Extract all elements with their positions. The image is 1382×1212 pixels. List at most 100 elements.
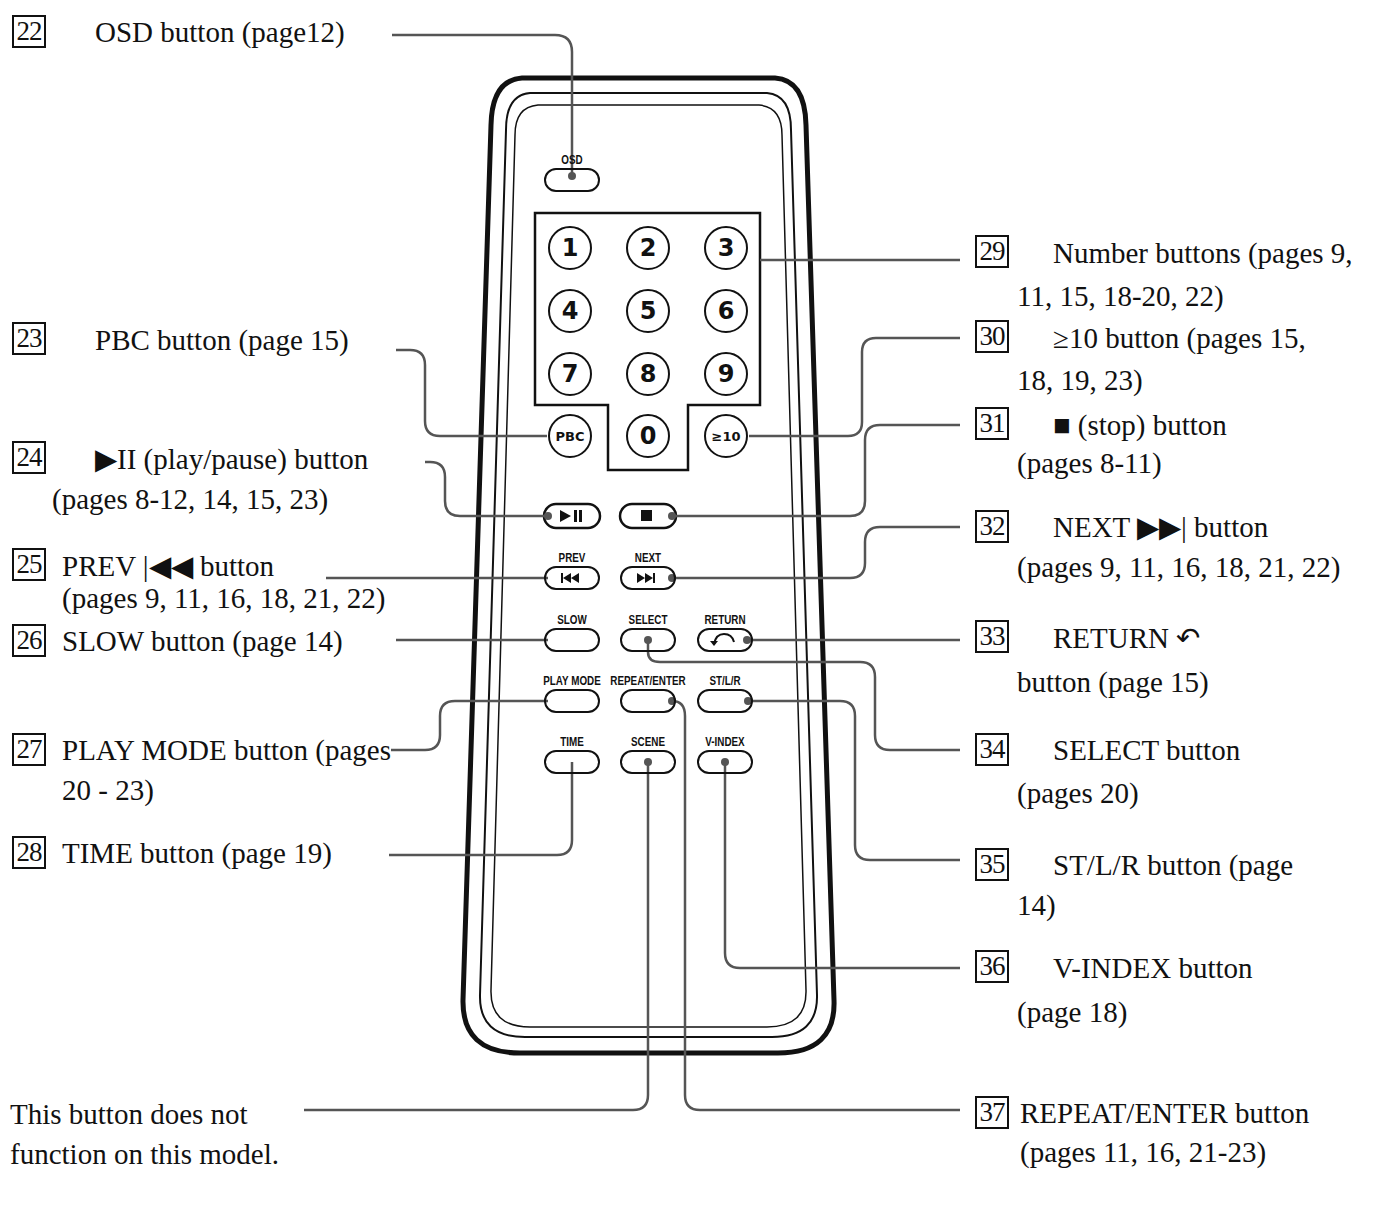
number-button: ≥10 (704, 414, 748, 458)
callout-text: RETURN ↶ button (page 15) (1017, 622, 1209, 698)
number-button: 9 (704, 352, 748, 396)
wrap-spacer (322, 550, 432, 554)
prev-symbol (561, 573, 563, 583)
leader-line (304, 762, 648, 1110)
callout-text: PREV |◀◀ button (pages 9, 11, 16, 18, 21… (62, 550, 386, 614)
callout-number: 25 (12, 548, 46, 581)
button-digit: 9 (718, 362, 735, 386)
button-digit: 5 (640, 299, 657, 323)
leader-line (672, 425, 960, 516)
leader-dot (644, 636, 652, 644)
number-button: 8 (626, 352, 670, 396)
number-button: 0 (626, 414, 670, 458)
leader-line (672, 701, 960, 1110)
button-digit: 2 (640, 236, 657, 260)
callout-number: 32 (975, 510, 1009, 543)
remote-button: SELECT (620, 628, 676, 652)
callout-block: TIME button (page 19) (62, 833, 482, 873)
callout-number: 35 (975, 848, 1009, 881)
play-pause-button (544, 504, 600, 528)
leader-dot (721, 758, 729, 766)
callout-number: 29 (975, 235, 1009, 268)
callout-text: SLOW button (page 14) (62, 625, 343, 657)
button-digit: 6 (718, 299, 735, 323)
button-digit: 1 (562, 236, 579, 260)
callout-text: TIME button (page 19) (62, 837, 332, 869)
leader-line (725, 762, 960, 968)
remote-button: V-INDEX (697, 750, 753, 774)
callout-text: ≥10 button (pages 15, 18, 19, 23) (1017, 322, 1306, 396)
callout-number: 37 (975, 1096, 1009, 1129)
leader-lines (304, 35, 960, 1110)
button-digit: 8 (640, 362, 657, 386)
leader-line (748, 701, 960, 860)
button-digit: 3 (718, 236, 735, 260)
button-label: ST/L/R (709, 675, 740, 688)
leader-line (392, 35, 572, 176)
number-button: 3 (704, 226, 748, 270)
remote-button: SCENE (620, 750, 676, 774)
return-symbol (710, 641, 718, 646)
remote-button: NEXT (620, 566, 676, 590)
number-button: 7 (548, 352, 592, 396)
number-button: 4 (548, 289, 592, 333)
button-label: PLAY MODE (543, 675, 600, 688)
leader-line (672, 527, 960, 578)
callout-block: PLAY MODE button (pages 20 - 23) (62, 730, 392, 810)
pause-bar (574, 510, 577, 522)
pause-bar (579, 510, 582, 522)
callout-number: 34 (975, 733, 1009, 766)
leader-line (396, 350, 547, 436)
callout-block: ST/L/R button (page 14) (1017, 845, 1377, 925)
button-label: V-INDEX (705, 736, 744, 749)
callout-block: ≥10 button (pages 15, 18, 19, 23) (1017, 317, 1377, 401)
callout-text: This button does not function on this mo… (10, 1098, 279, 1170)
callout-block: V-INDEX button (page 18) (1017, 946, 1377, 1034)
number-button: 6 (704, 289, 748, 333)
callout-number: 30 (975, 320, 1009, 353)
button-label: PREV (559, 552, 586, 565)
remote-button: TIME (544, 750, 600, 774)
wrap-spacer (1227, 616, 1377, 620)
leader-line (396, 639, 548, 642)
callout-block: ▶II (play/pause) button (pages 8-12, 14,… (52, 439, 432, 519)
callout-text: OSD button (page12) (95, 16, 345, 48)
remote-button: OSD (544, 168, 600, 192)
number-button: PBC (548, 414, 592, 458)
leader-dot (644, 758, 652, 766)
callout-block: PREV |◀◀ button (pages 9, 11, 16, 18, 21… (62, 550, 432, 614)
button-digit: PBC (556, 430, 585, 443)
callout-number: 26 (12, 624, 46, 657)
callout-number: 33 (975, 620, 1009, 653)
callout-text: PLAY MODE button (pages 20 - 23) (62, 734, 391, 806)
remote-button: RETURN (697, 628, 753, 652)
number-button: 2 (626, 226, 670, 270)
return-symbol (714, 634, 734, 644)
callout-text: ST/L/R button (page 14) (1017, 849, 1293, 921)
callout-number: 27 (12, 733, 46, 766)
button-digit: 7 (562, 362, 579, 386)
callout-text: V-INDEX button (page 18) (1017, 952, 1253, 1028)
button-label: SLOW (557, 614, 587, 627)
button-digit: ≥10 (712, 430, 741, 443)
button-label: RETURN (705, 614, 746, 627)
callout-block: OSD button (page12) (95, 11, 515, 53)
leader-dot (668, 512, 676, 520)
prev-symbol (563, 573, 579, 583)
button-label: OSD (561, 154, 582, 167)
callout-text: ■ (stop) button (pages 8-11) (1017, 409, 1227, 479)
number-button: 1 (548, 226, 592, 270)
leader-dot (544, 512, 552, 520)
wrap-spacer (1337, 317, 1377, 321)
callout-block: SLOW button (page 14) (62, 621, 482, 661)
callout-block: This button does not function on this mo… (10, 1094, 310, 1174)
leader-line (648, 640, 960, 750)
callout-text: SELECT button (pages 20) (1017, 734, 1240, 809)
callout-number: 22 (12, 15, 46, 48)
remote-button: REPEAT/ENTER (620, 689, 676, 713)
callout-block: NEXT ▶▶| button (pages 9, 11, 16, 18, 21… (1017, 507, 1377, 587)
wrap-spacer (1297, 946, 1377, 950)
remote-button: PLAY MODE (544, 689, 600, 713)
wrap-spacer (1297, 845, 1377, 849)
button-digit: 4 (562, 299, 579, 323)
